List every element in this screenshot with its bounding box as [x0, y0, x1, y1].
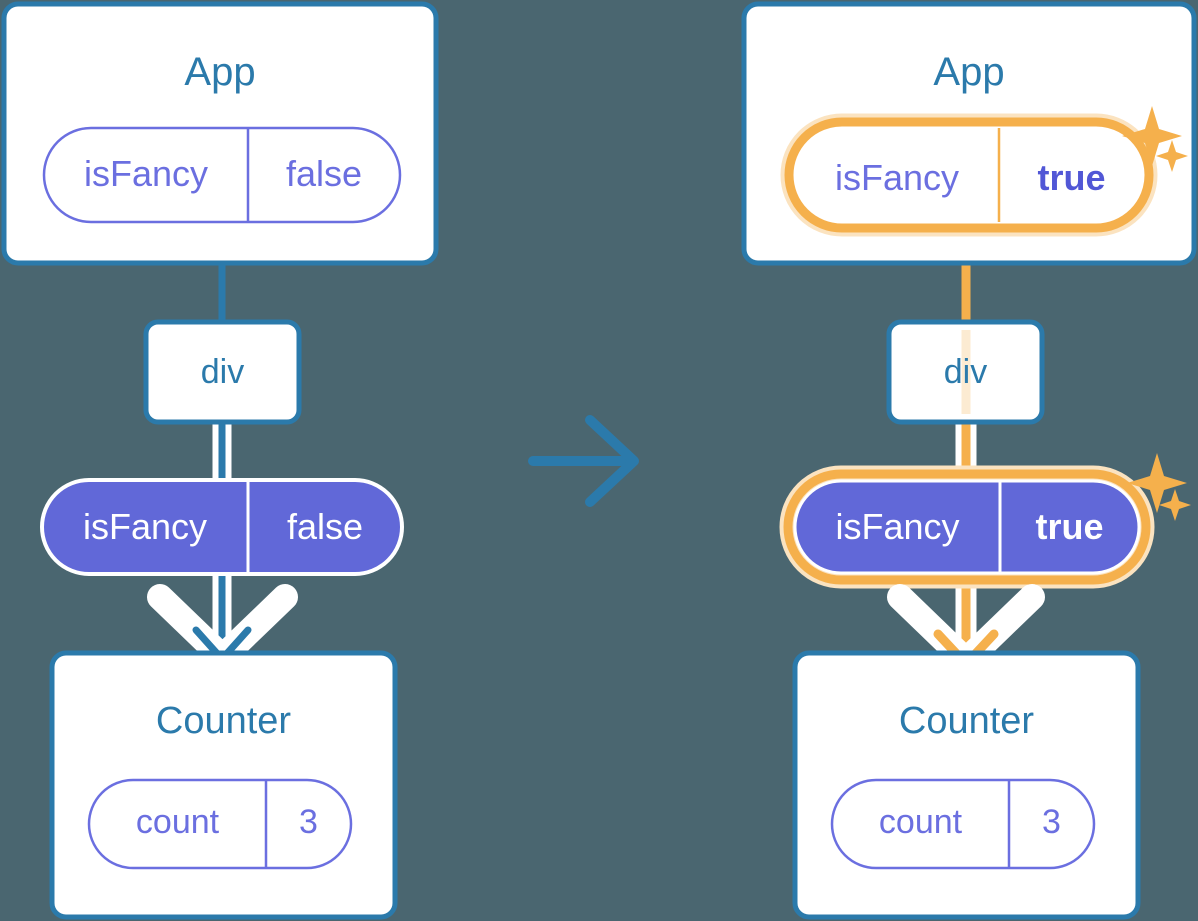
- counter-state-pill-after: [830, 778, 1096, 870]
- prop-pill-before: [40, 478, 404, 576]
- arrow-right-icon: [528, 415, 639, 507]
- prop-pill-after: [779, 465, 1155, 589]
- sparkle-icon-prop: [1127, 453, 1191, 521]
- sparkle-icon-app: [1122, 106, 1188, 172]
- app-state-pill-before: [42, 126, 402, 224]
- div-node-before: [143, 319, 302, 425]
- counter-state-pill-before: [87, 778, 353, 870]
- app-state-pill-after: [780, 113, 1158, 237]
